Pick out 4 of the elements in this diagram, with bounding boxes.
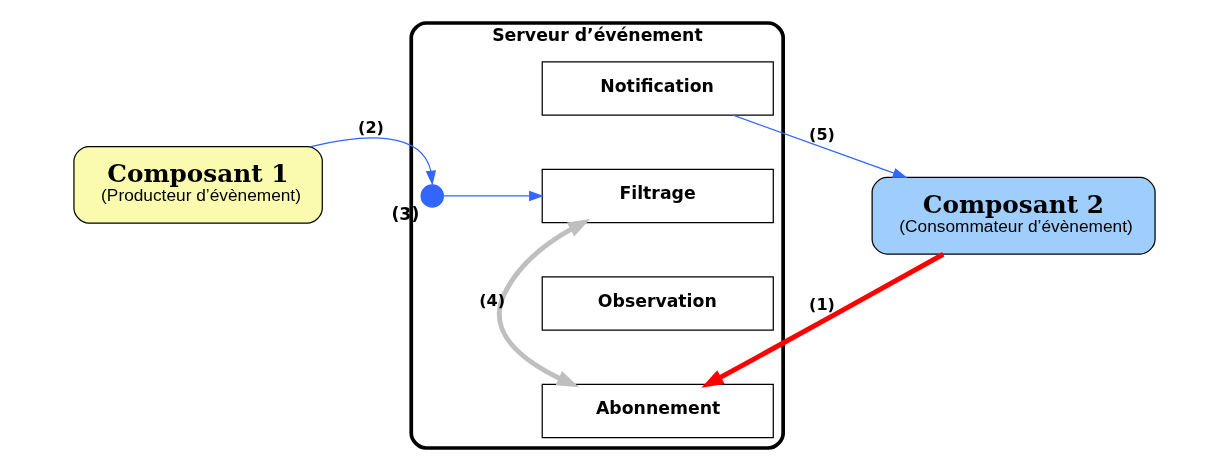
edge-label: (1): [809, 295, 835, 315]
edge-label: (2): [358, 118, 384, 138]
edge-label: (4): [479, 291, 506, 311]
edge-label: (5): [809, 124, 835, 144]
